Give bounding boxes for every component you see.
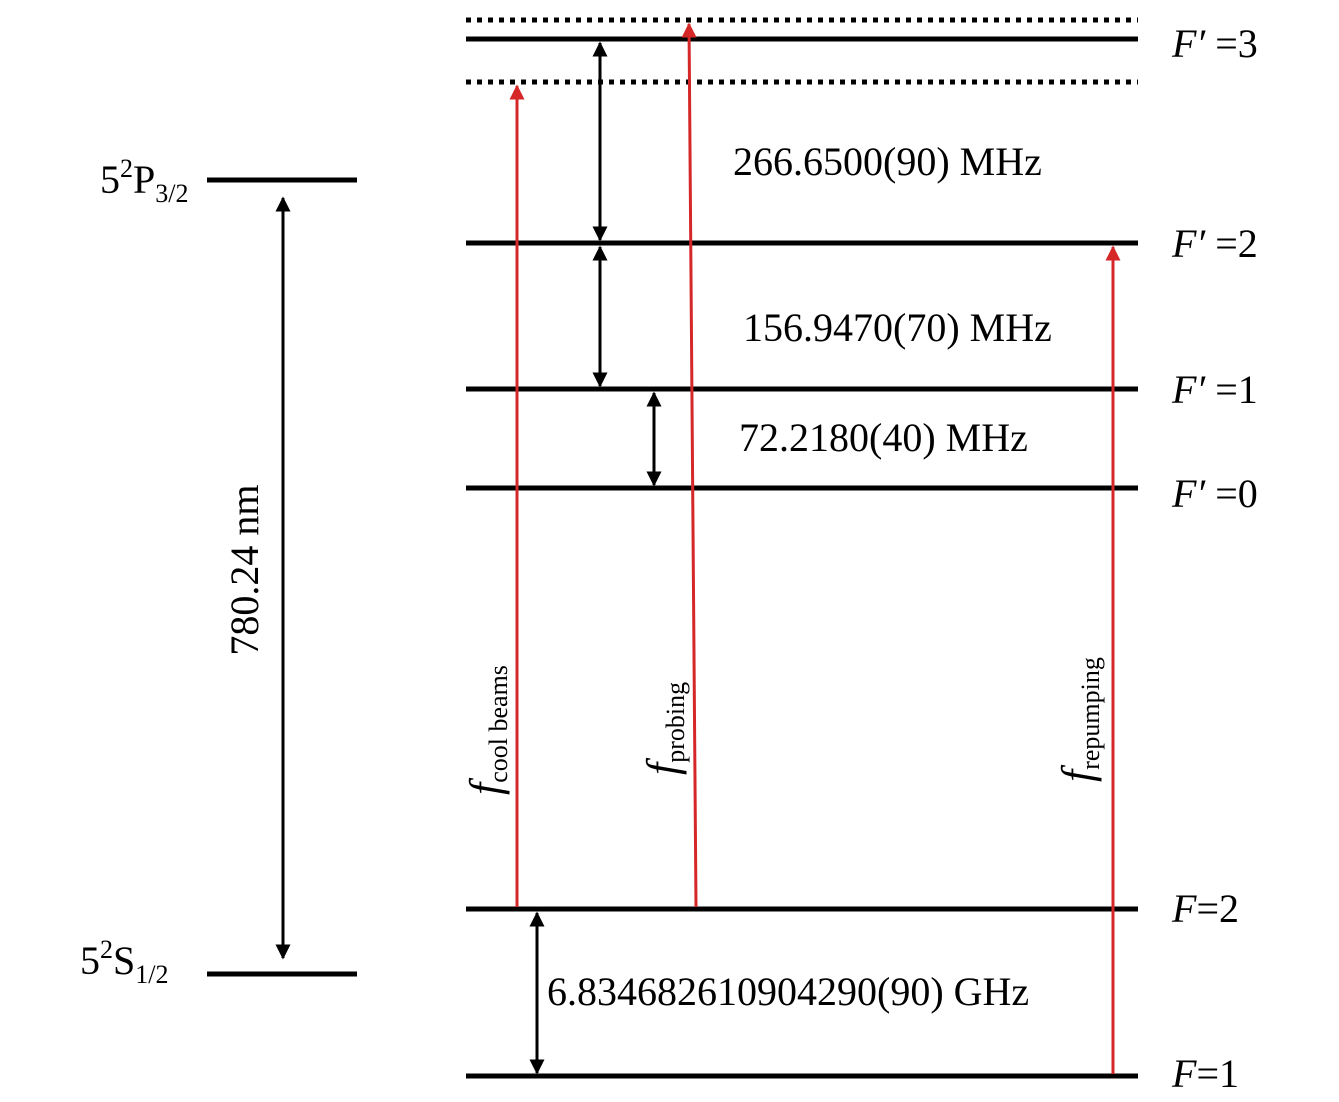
- label-f1: F=1: [1171, 1051, 1239, 1096]
- label-probing: fprobing: [638, 682, 690, 775]
- splitting-label-f3-f2: 266.6500(90) MHz: [733, 139, 1042, 184]
- splitting-label-f1-f0: 72.2180(40) MHz: [739, 415, 1028, 460]
- splitting-label-f2-f1: 156.9470(70) MHz: [743, 305, 1052, 350]
- label-f2: F=2: [1171, 886, 1239, 931]
- label-cool-beams: fcool beams: [461, 665, 513, 795]
- label-fp3: F′ =3: [1171, 21, 1258, 66]
- label-repumping: frepumping: [1053, 657, 1105, 782]
- label-5s12: 52S1/2: [80, 935, 168, 989]
- wavelength-label: 780.24 nm: [222, 484, 267, 655]
- label-fp0: F′ =0: [1171, 471, 1258, 516]
- label-fp1: F′ =1: [1171, 367, 1258, 412]
- label-5p32: 52P3/2: [100, 154, 188, 208]
- splitting-label-ground: 6.834682610904290(90) GHz: [547, 969, 1029, 1014]
- probing-beam-arrow: [681, 22, 698, 908]
- label-fp2: F′ =2: [1171, 221, 1258, 266]
